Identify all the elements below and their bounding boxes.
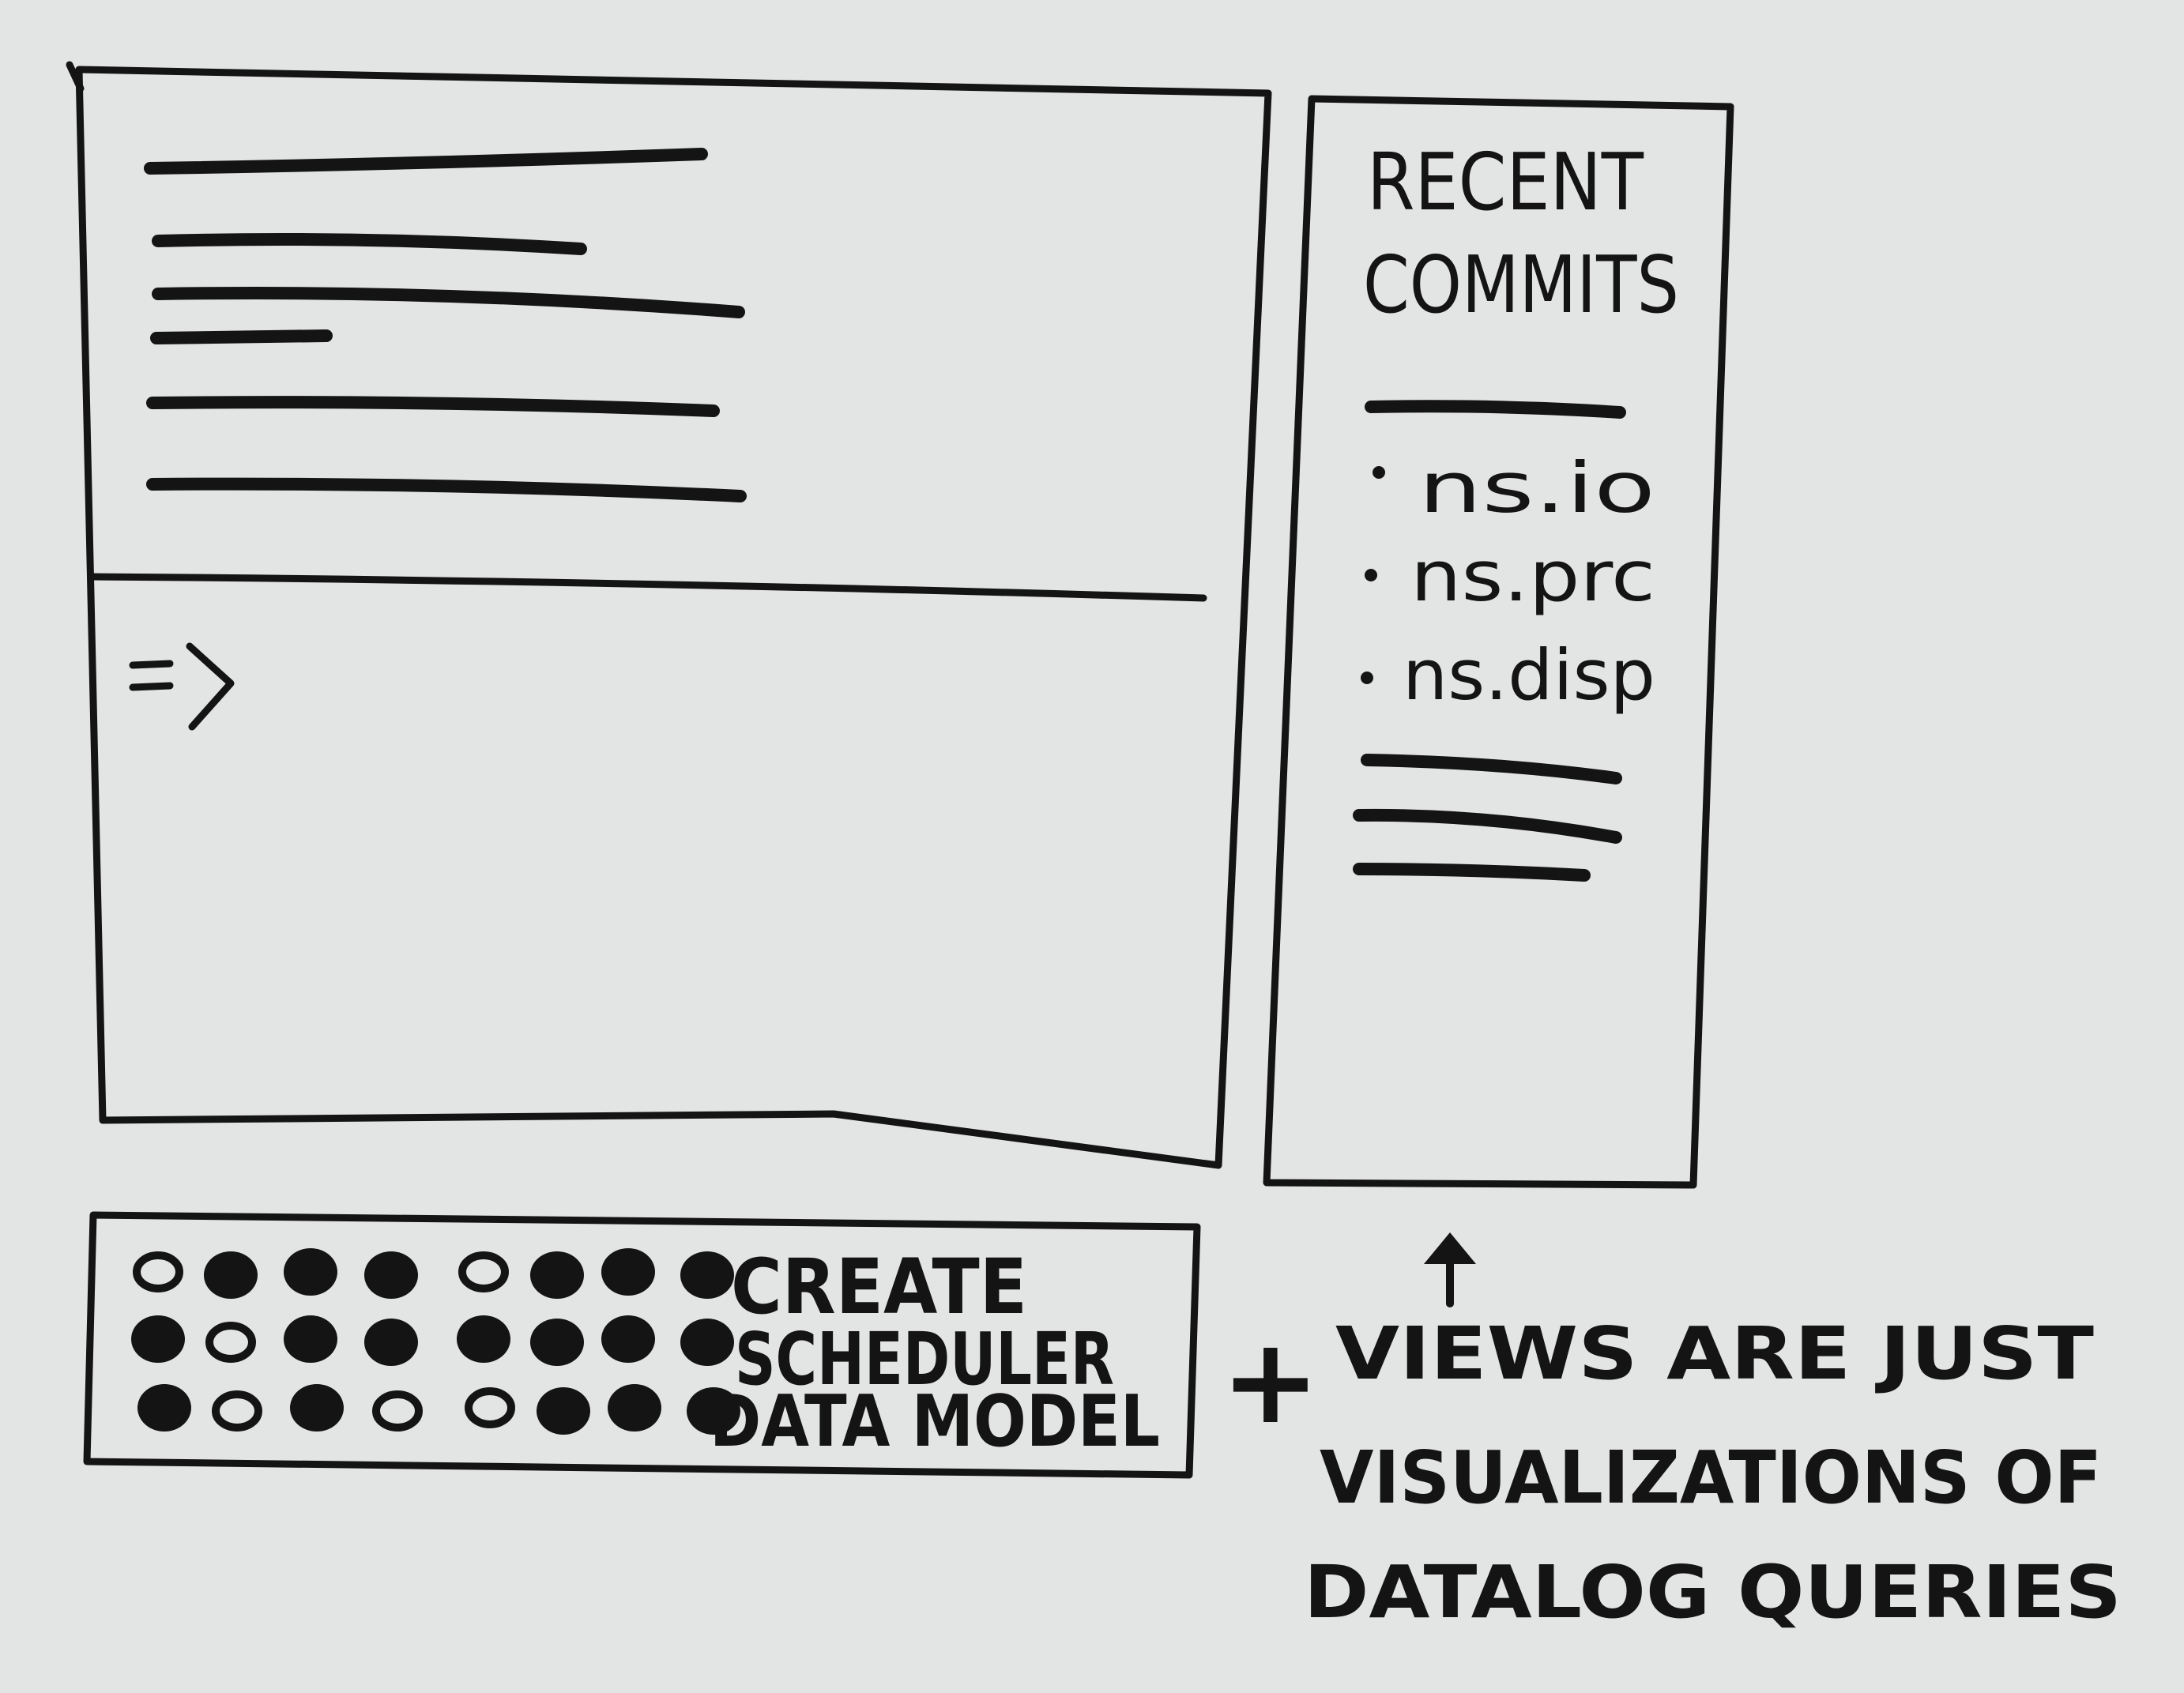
hollow-dot — [212, 1390, 262, 1432]
recent-commits-title-line1: RECENT — [1367, 136, 1644, 228]
annotation-line1: VIEWS ARE JUST — [1335, 1311, 2094, 1396]
task-panel: CREATE SCHEDULER DATA MODEL — [83, 1211, 1201, 1479]
task-title-line3: DATA MODEL — [710, 1380, 1160, 1463]
filled-dot — [601, 1248, 655, 1296]
editor-window: => — [66, 61, 1272, 1169]
annotation: + VIEWS ARE JUST VISUALIZATIONS OF DATAL… — [1221, 1232, 2122, 1635]
editor-text-line — [144, 148, 708, 175]
editor-text-line — [150, 329, 333, 344]
filled-dot — [290, 1384, 344, 1432]
filled-dot — [687, 1387, 740, 1435]
filled-dot — [364, 1319, 418, 1366]
commit-list: ns.io ns.prc ns.disp — [1361, 447, 1655, 716]
recent-commits-frame — [1263, 95, 1734, 1189]
hollow-dot — [133, 1251, 183, 1292]
annotation-line2: VISUALIZATIONS OF — [1320, 1435, 2102, 1520]
commit-item[interactable]: ns.disp — [1361, 634, 1655, 716]
editor-window-corner-tick — [66, 61, 85, 92]
editor-text-lines — [144, 148, 747, 502]
filled-dot — [204, 1251, 258, 1299]
commit-item-label: ns.disp — [1403, 634, 1655, 716]
recent-commits-title-underline — [1365, 400, 1626, 419]
task-title-line2: SCHEDULER — [735, 1317, 1114, 1401]
up-arrow-icon — [1424, 1232, 1476, 1307]
filled-dot — [530, 1319, 584, 1366]
filled-dot — [530, 1251, 584, 1299]
filled-dot — [680, 1251, 734, 1299]
repl-prompt-glyph — [129, 642, 235, 731]
editor-text-line — [146, 396, 720, 417]
task-panel-frame — [83, 1211, 1201, 1479]
commit-item-label: ns.prc — [1410, 536, 1655, 617]
filled-dot — [131, 1315, 185, 1363]
filled-dot — [680, 1319, 734, 1366]
commit-item[interactable]: ns.prc — [1365, 536, 1655, 617]
annotation-line3: DATALOG QUERIES — [1304, 1550, 2122, 1635]
recent-commits-panel: RECENT COMMITS ns.io ns.prc ns.disp — [1263, 95, 1734, 1189]
editor-window-frame — [75, 66, 1272, 1169]
filled-dot — [284, 1248, 337, 1296]
commit-item-label: ns.io — [1418, 447, 1655, 529]
bullet-icon — [1361, 672, 1373, 684]
commit-placeholder-line — [1353, 808, 1622, 844]
repl-prompt[interactable]: => — [129, 642, 235, 745]
filled-dot — [284, 1315, 337, 1363]
plus-sign: + — [1221, 1313, 1320, 1450]
editor-text-line — [146, 477, 747, 502]
filled-dot — [537, 1387, 590, 1435]
bullet-icon — [1373, 466, 1385, 479]
filled-dot — [137, 1384, 191, 1432]
commit-item[interactable]: ns.io — [1373, 447, 1655, 529]
hollow-dot — [205, 1322, 256, 1363]
filled-dot — [608, 1384, 661, 1432]
recent-commits-title-line2: COMMITS — [1363, 239, 1679, 331]
filled-dot — [601, 1315, 655, 1363]
status-dot-grid — [131, 1248, 740, 1435]
commit-more-lines — [1353, 754, 1622, 882]
bullet-icon — [1365, 569, 1377, 581]
editor-text-line — [152, 232, 587, 255]
editor-text-line — [152, 286, 745, 318]
task-title-line1: CREATE — [731, 1243, 1027, 1331]
hollow-dot — [372, 1390, 423, 1432]
commit-placeholder-line — [1361, 754, 1622, 784]
commit-placeholder-line — [1353, 863, 1591, 882]
editor-split-divider — [89, 573, 1207, 602]
hollow-dot — [458, 1251, 509, 1292]
hollow-dot — [465, 1387, 515, 1428]
filled-dot — [457, 1315, 510, 1363]
filled-dot — [364, 1251, 418, 1299]
